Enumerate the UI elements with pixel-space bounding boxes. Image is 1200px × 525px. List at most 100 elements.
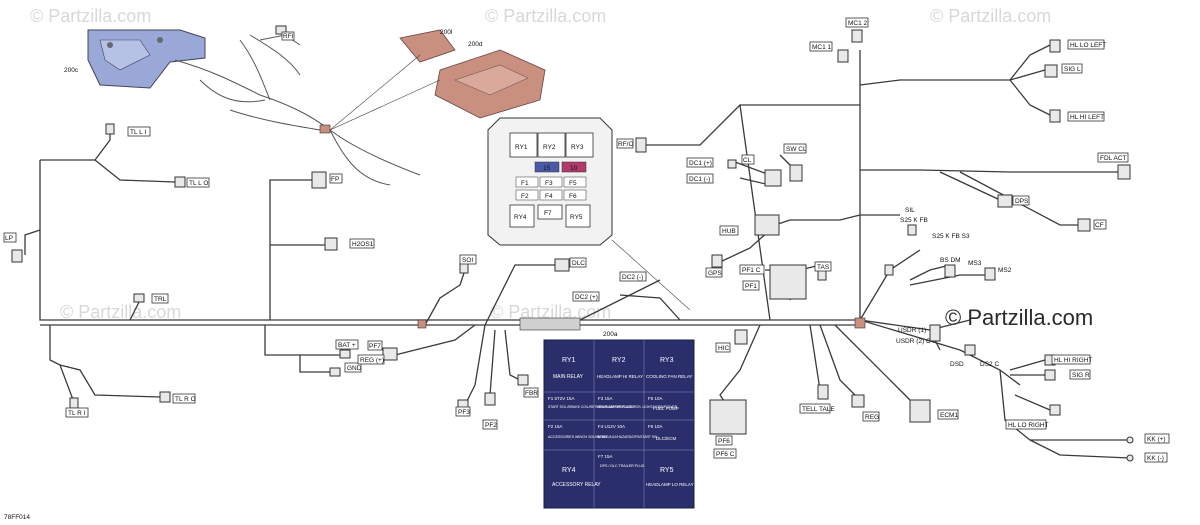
label-tllo: TL L O	[189, 180, 208, 187]
label-lp: LP	[5, 235, 13, 242]
watermarks: © Partzilla.com © Partzilla.com © Partzi…	[30, 6, 1093, 330]
legend-ry5-title: RY5	[660, 467, 674, 474]
label-kkpos: KK (+)	[1147, 436, 1166, 443]
label-hlloleft: HL LO LEFT	[1070, 42, 1106, 49]
watermark: © Partzilla.com	[945, 305, 1093, 330]
legend-ry2-desc: HEADLAMP HI RELAY	[597, 374, 643, 379]
label-ecm1: ECM1	[940, 412, 958, 419]
label-200l: 200l	[440, 29, 453, 36]
label-mc1-1: MC1 1	[812, 44, 832, 51]
fuse-ry5: RY5	[570, 214, 583, 221]
label-batpos: BAT +	[338, 342, 356, 349]
label-ms2: MS2	[998, 267, 1012, 274]
label-regpos: REG (+)	[360, 357, 384, 364]
legend-ry3-title: RY3	[660, 357, 674, 364]
label-dc1pos: DC1 (+)	[689, 160, 712, 167]
connector-labels: TL L I TL L O LP TRL TL R I TL R O FP H2…	[3, 17, 1170, 463]
label-s25kfbs3: S25 K FB S3	[932, 233, 970, 240]
label-gps: GPS	[708, 270, 722, 277]
label-pf1c: PF1 C	[742, 267, 761, 274]
fuse-ry3: RY3	[571, 144, 584, 151]
label-dlc: DLC	[572, 260, 585, 267]
label-so: SOI	[462, 257, 473, 264]
label-cl: CL	[743, 157, 752, 164]
label-usdr2: USDR (2) C	[896, 338, 931, 345]
label-rfi-top: RFI	[283, 33, 294, 40]
fuse-f3: F3	[545, 180, 553, 187]
label-sigr: SIG R	[1072, 372, 1090, 379]
label-hlhileft: HL HI LEFT	[1070, 114, 1104, 121]
label-pf6c: PF6 C	[716, 451, 735, 458]
legend-f3-head: F3 15A	[598, 396, 613, 401]
legend-f2-head: F2 15A	[548, 424, 563, 429]
fuse-f7: F7	[544, 210, 552, 217]
legend-f2-desc: ACCESSORIES WINCH SOLENOID	[548, 435, 607, 439]
fuse-ry4: RY4	[514, 214, 527, 221]
label-telltale: TELL TALE	[802, 406, 835, 413]
label-tas: TAS	[817, 264, 830, 271]
label-dps: DPS	[1015, 198, 1029, 205]
legend-ry3-desc: COOLING FAN RELAY	[646, 374, 692, 379]
label-pf2: PF2	[485, 422, 497, 429]
label-dc1neg: DC1 (-)	[689, 176, 710, 183]
label-200c: 200c	[64, 67, 79, 74]
legend-f7-desc: DPS / DLC TRAILER PLUG	[600, 464, 645, 468]
watermark: © Partzilla.com	[60, 302, 181, 322]
legend-f5-desc: FUEL PUMP	[653, 406, 679, 411]
part-200c-illustration	[87, 29, 206, 89]
label-h2os1: H2OS1	[352, 241, 374, 248]
fuse-f5: F5	[569, 180, 577, 187]
label-swcl: SW CL	[786, 146, 807, 153]
label-sil: SIL	[905, 207, 915, 214]
fuse-10: 10	[570, 165, 578, 172]
label-usdr1: USDR (1)	[898, 327, 926, 334]
watermark: © Partzilla.com	[485, 6, 606, 26]
label-bsdm: BS DM	[940, 257, 961, 264]
fuse-f6: F6	[569, 193, 577, 200]
label-rfo: RF/O	[618, 141, 634, 148]
harness-wires	[24, 44, 1131, 459]
fuse-relay-legend: RY1 MAIN RELAY RY2 HEADLAMP HI RELAY RY3…	[543, 339, 695, 509]
legend-f7-head: F7 15A	[598, 454, 613, 459]
label-ds2c: DS2 C	[980, 361, 999, 368]
watermark: © Partzilla.com	[930, 6, 1051, 26]
label-dc2neg: DC2 (-)	[622, 274, 643, 281]
label-mc1-2: MC1 2	[848, 20, 868, 27]
fuse-f4: F4	[545, 193, 553, 200]
legend-f4-desc: BRAKE/AUX/HAZARD/DPS/START SW	[597, 435, 658, 439]
label-fp: FP	[331, 176, 339, 183]
legend-ry4-desc: ACCESSORY RELAY	[552, 482, 601, 488]
legend-f5-head: F5 10A	[648, 396, 663, 401]
label-hub: HUB	[722, 228, 736, 235]
harness-bundle-illustration	[174, 25, 421, 186]
label-ms3: MS3	[968, 260, 982, 267]
legend-f1-desc: START SOL./BRAKE COIL/RETURN PUMP/DPS/GA…	[548, 405, 636, 409]
watermark: © Partzilla.com	[490, 302, 611, 322]
fuse-f1: F1	[521, 180, 529, 187]
label-hlloright: HL LO RIGHT	[1008, 422, 1049, 429]
legend-ry1-title: RY1	[562, 357, 576, 364]
legend-ry5-desc: HEADLAMP LO RELAY	[646, 482, 694, 487]
legend-ry2-title: RY2	[612, 357, 626, 364]
label-s25kfb: S25 K FB	[900, 217, 928, 224]
label-reg: REG	[865, 414, 879, 421]
label-pf3: PF3	[458, 409, 470, 416]
legend-ry1-desc: MAIN RELAY	[553, 374, 584, 380]
label-sigl: SIG L	[1064, 66, 1081, 73]
label-cf: CF	[1095, 222, 1104, 229]
label-tlro: TL R O	[175, 396, 196, 403]
legend-f3-desc: HEADLAMP/SE PLATE POS. LIGHT/HORN/POWER	[597, 405, 678, 409]
fuse-15: 15	[543, 165, 551, 172]
label-trl: TRL	[154, 296, 167, 303]
label-fbr: FBR	[525, 390, 538, 397]
legend-f6-head: F6 10A	[648, 424, 663, 429]
label-pf6: PF6	[718, 438, 730, 445]
connectors	[11, 29, 1134, 462]
legend-f6-desc: DLC/ECM	[656, 436, 677, 441]
legend-f1-head: F1 5T2V 15A	[548, 396, 575, 401]
watermark: © Partzilla.com	[30, 6, 151, 26]
fuse-ry2: RY2	[543, 144, 556, 151]
fuse-f2: F2	[521, 193, 529, 200]
label-dsd: DSD	[950, 361, 964, 368]
